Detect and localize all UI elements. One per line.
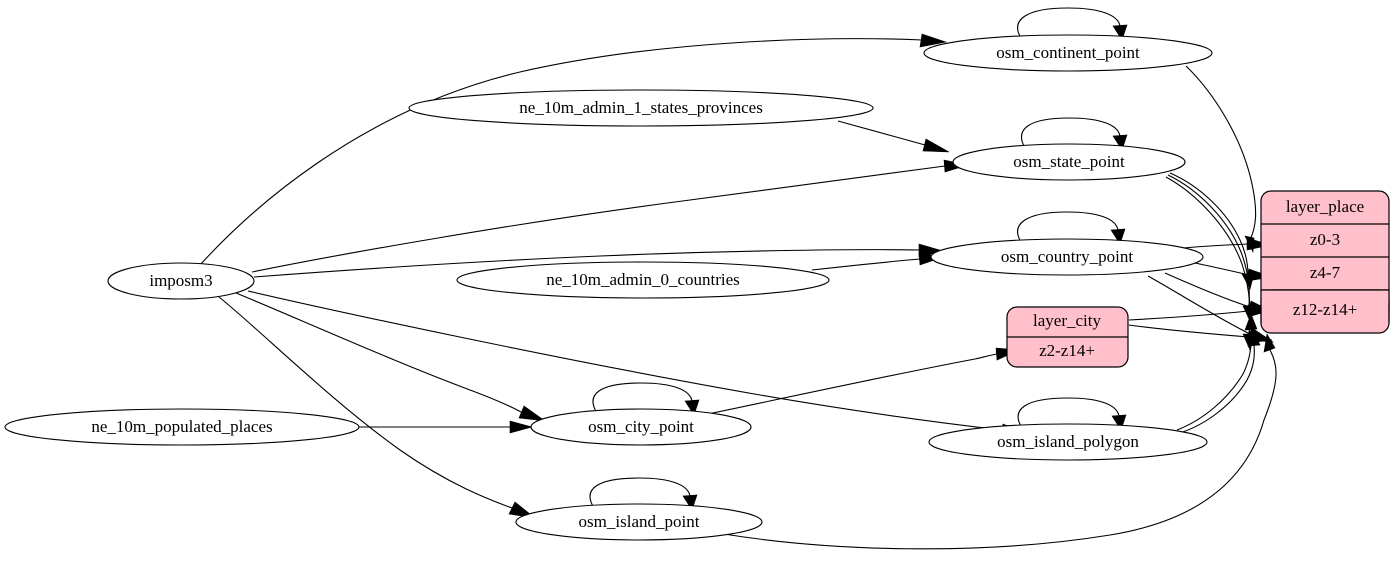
node-osm-island-point-label: osm_island_point	[579, 512, 700, 531]
node-osm-state-point-label: osm_state_point	[1013, 152, 1125, 171]
node-layer-place[interactable]: layer_place z0-3 z4-7 z8-11 z12-z14+	[1260, 190, 1390, 334]
node-osm-continent-point[interactable]: osm_continent_point	[923, 34, 1213, 72]
layer-place-row-z12-z14[interactable]: z12-z14+	[1293, 300, 1357, 319]
edge-ne-populated-to-osm-city-point	[359, 420, 534, 434]
node-ne-10m-admin-1-states-provinces[interactable]: ne_10m_admin_1_states_provinces	[408, 89, 874, 127]
node-ne-populated-label: ne_10m_populated_places	[91, 417, 272, 436]
self-loop-osm-island-point	[589, 477, 698, 511]
edge-ne-countries-to-osm-country-point	[811, 252, 944, 271]
node-osm-continent-point-label: osm_continent_point	[996, 43, 1140, 62]
node-layer: imposm3 ne_10m_admin_1_states_provinces …	[4, 34, 1390, 541]
edge-ne-states-to-osm-state-point	[837, 120, 950, 153]
edge-osm-state-point-to-layer-place-z4-7	[1169, 172, 1255, 290]
edge-imposm3-to-osm-island-point	[218, 296, 537, 519]
layer-place-title: layer_place	[1286, 197, 1364, 216]
node-osm-city-point[interactable]: osm_city_point	[530, 408, 752, 446]
node-imposm3[interactable]: imposm3	[107, 262, 255, 300]
node-osm-island-polygon-label: osm_island_polygon	[997, 432, 1139, 451]
node-osm-island-polygon[interactable]: osm_island_polygon	[928, 423, 1208, 461]
node-osm-state-point[interactable]: osm_state_point	[952, 143, 1186, 181]
edge-osm-island-point-to-layer-place-z12-z14	[723, 333, 1277, 550]
node-ne-countries-label: ne_10m_admin_0_countries	[546, 270, 740, 289]
layer-city-row-z2-z14[interactable]: z2-z14+	[1039, 341, 1095, 360]
layer-place-row-z0-3[interactable]: z0-3	[1310, 230, 1340, 249]
layer-place-row-z4-7[interactable]: z4-7	[1310, 263, 1341, 282]
edge-imposm3-to-osm-city-point	[235, 292, 547, 422]
self-loop-osm-state-point	[1020, 117, 1128, 151]
node-ne-10m-populated-places[interactable]: ne_10m_populated_places	[4, 408, 360, 446]
edge-imposm3-to-osm-continent-point	[199, 33, 948, 266]
node-ne-10m-admin-0-countries[interactable]: ne_10m_admin_0_countries	[456, 261, 830, 299]
edge-osm-continent-point-to-layer-place-z0-3	[1185, 65, 1257, 254]
node-osm-island-point[interactable]: osm_island_point	[515, 503, 763, 541]
node-osm-country-point-label: osm_country_point	[1001, 247, 1133, 266]
self-loop-osm-continent-point	[1017, 7, 1128, 41]
edge-osm-country-point-to-layer-place-z0-3	[1182, 237, 1272, 251]
node-osm-city-point-label: osm_city_point	[588, 417, 694, 436]
node-imposm3-label: imposm3	[149, 271, 212, 290]
edge-osm-city-point-to-layer-city	[707, 347, 1021, 415]
edge-layer	[199, 7, 1277, 550]
node-layer-city[interactable]: layer_city z2-z14+	[1006, 306, 1129, 368]
self-loop-osm-country-point	[1017, 211, 1126, 245]
self-loop-osm-city-point	[592, 382, 700, 416]
edge-layer-city-to-layer-place-z8-11	[1128, 304, 1273, 321]
layer-city-title: layer_city	[1033, 311, 1101, 330]
node-osm-country-point[interactable]: osm_country_point	[930, 238, 1204, 276]
node-ne-states-label: ne_10m_admin_1_states_provinces	[519, 98, 763, 117]
edge-osm-island-polygon-to-layer-place-z12-z14	[1179, 329, 1261, 434]
self-loop-osm-island-polygon	[1017, 397, 1127, 431]
